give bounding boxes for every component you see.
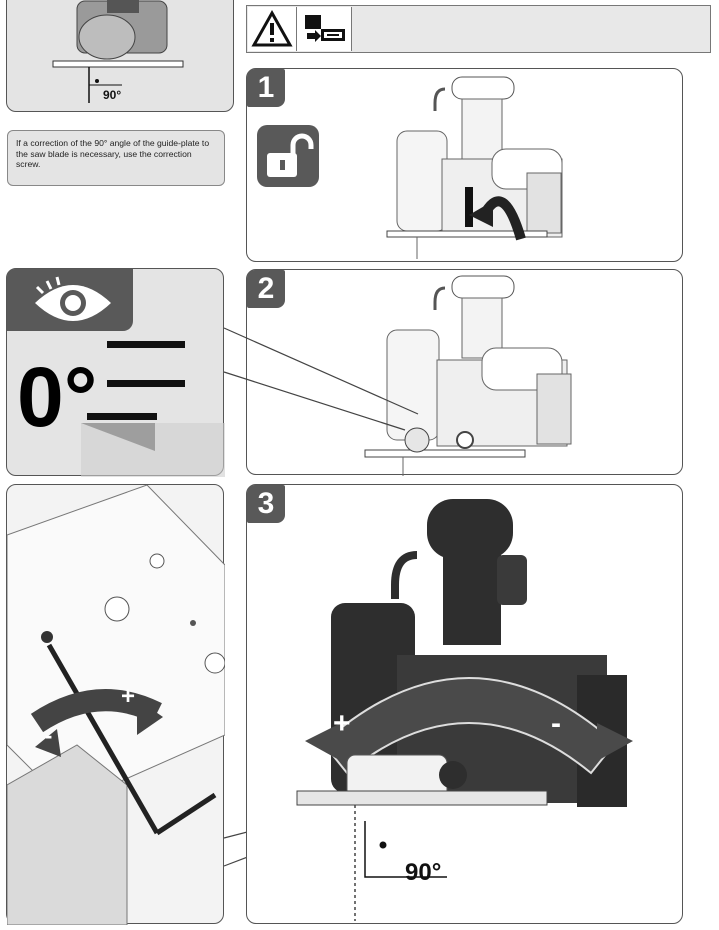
top-left-panel: 90° [6,0,234,112]
correction-screw-detail-panel: + - [6,484,225,925]
remove-battery-icon [305,15,345,42]
step-3-badge: 3 [247,485,285,523]
warning-triangle-icon [251,9,293,47]
level-check-panel: 0° [6,268,225,477]
eye-icon [7,269,133,331]
step-2-badge: 2 [247,270,285,308]
detail-minus-label: - [45,723,53,748]
detail-plus-label: + [121,683,136,710]
saw-side-illustration-3 [296,499,633,921]
correction-note: If a correction of the 90° angle of the … [7,130,225,186]
hex-key-illustration [7,485,225,925]
step-3-plus-label: + [333,707,351,740]
step-3-angle-label: 90° [405,859,442,886]
battery-box [297,7,352,51]
unlock-padlock-icon [257,125,319,187]
top-angle-label: 90° [103,88,122,102]
saw-front-illustration [52,0,184,103]
saw-side-illustration-1 [386,76,563,259]
warning-box [248,7,297,51]
step-3-minus-label: - [551,707,561,740]
step-1-badge: 1 [247,69,285,107]
level-lines [81,341,225,477]
step-3-panel: 3 + - 90° [246,484,683,924]
step-1-panel: 1 [246,68,683,262]
saw-side-illustration-2 [364,275,572,476]
step-2-panel: 2 [246,269,683,476]
zero-degree-label: 0° [17,350,98,444]
